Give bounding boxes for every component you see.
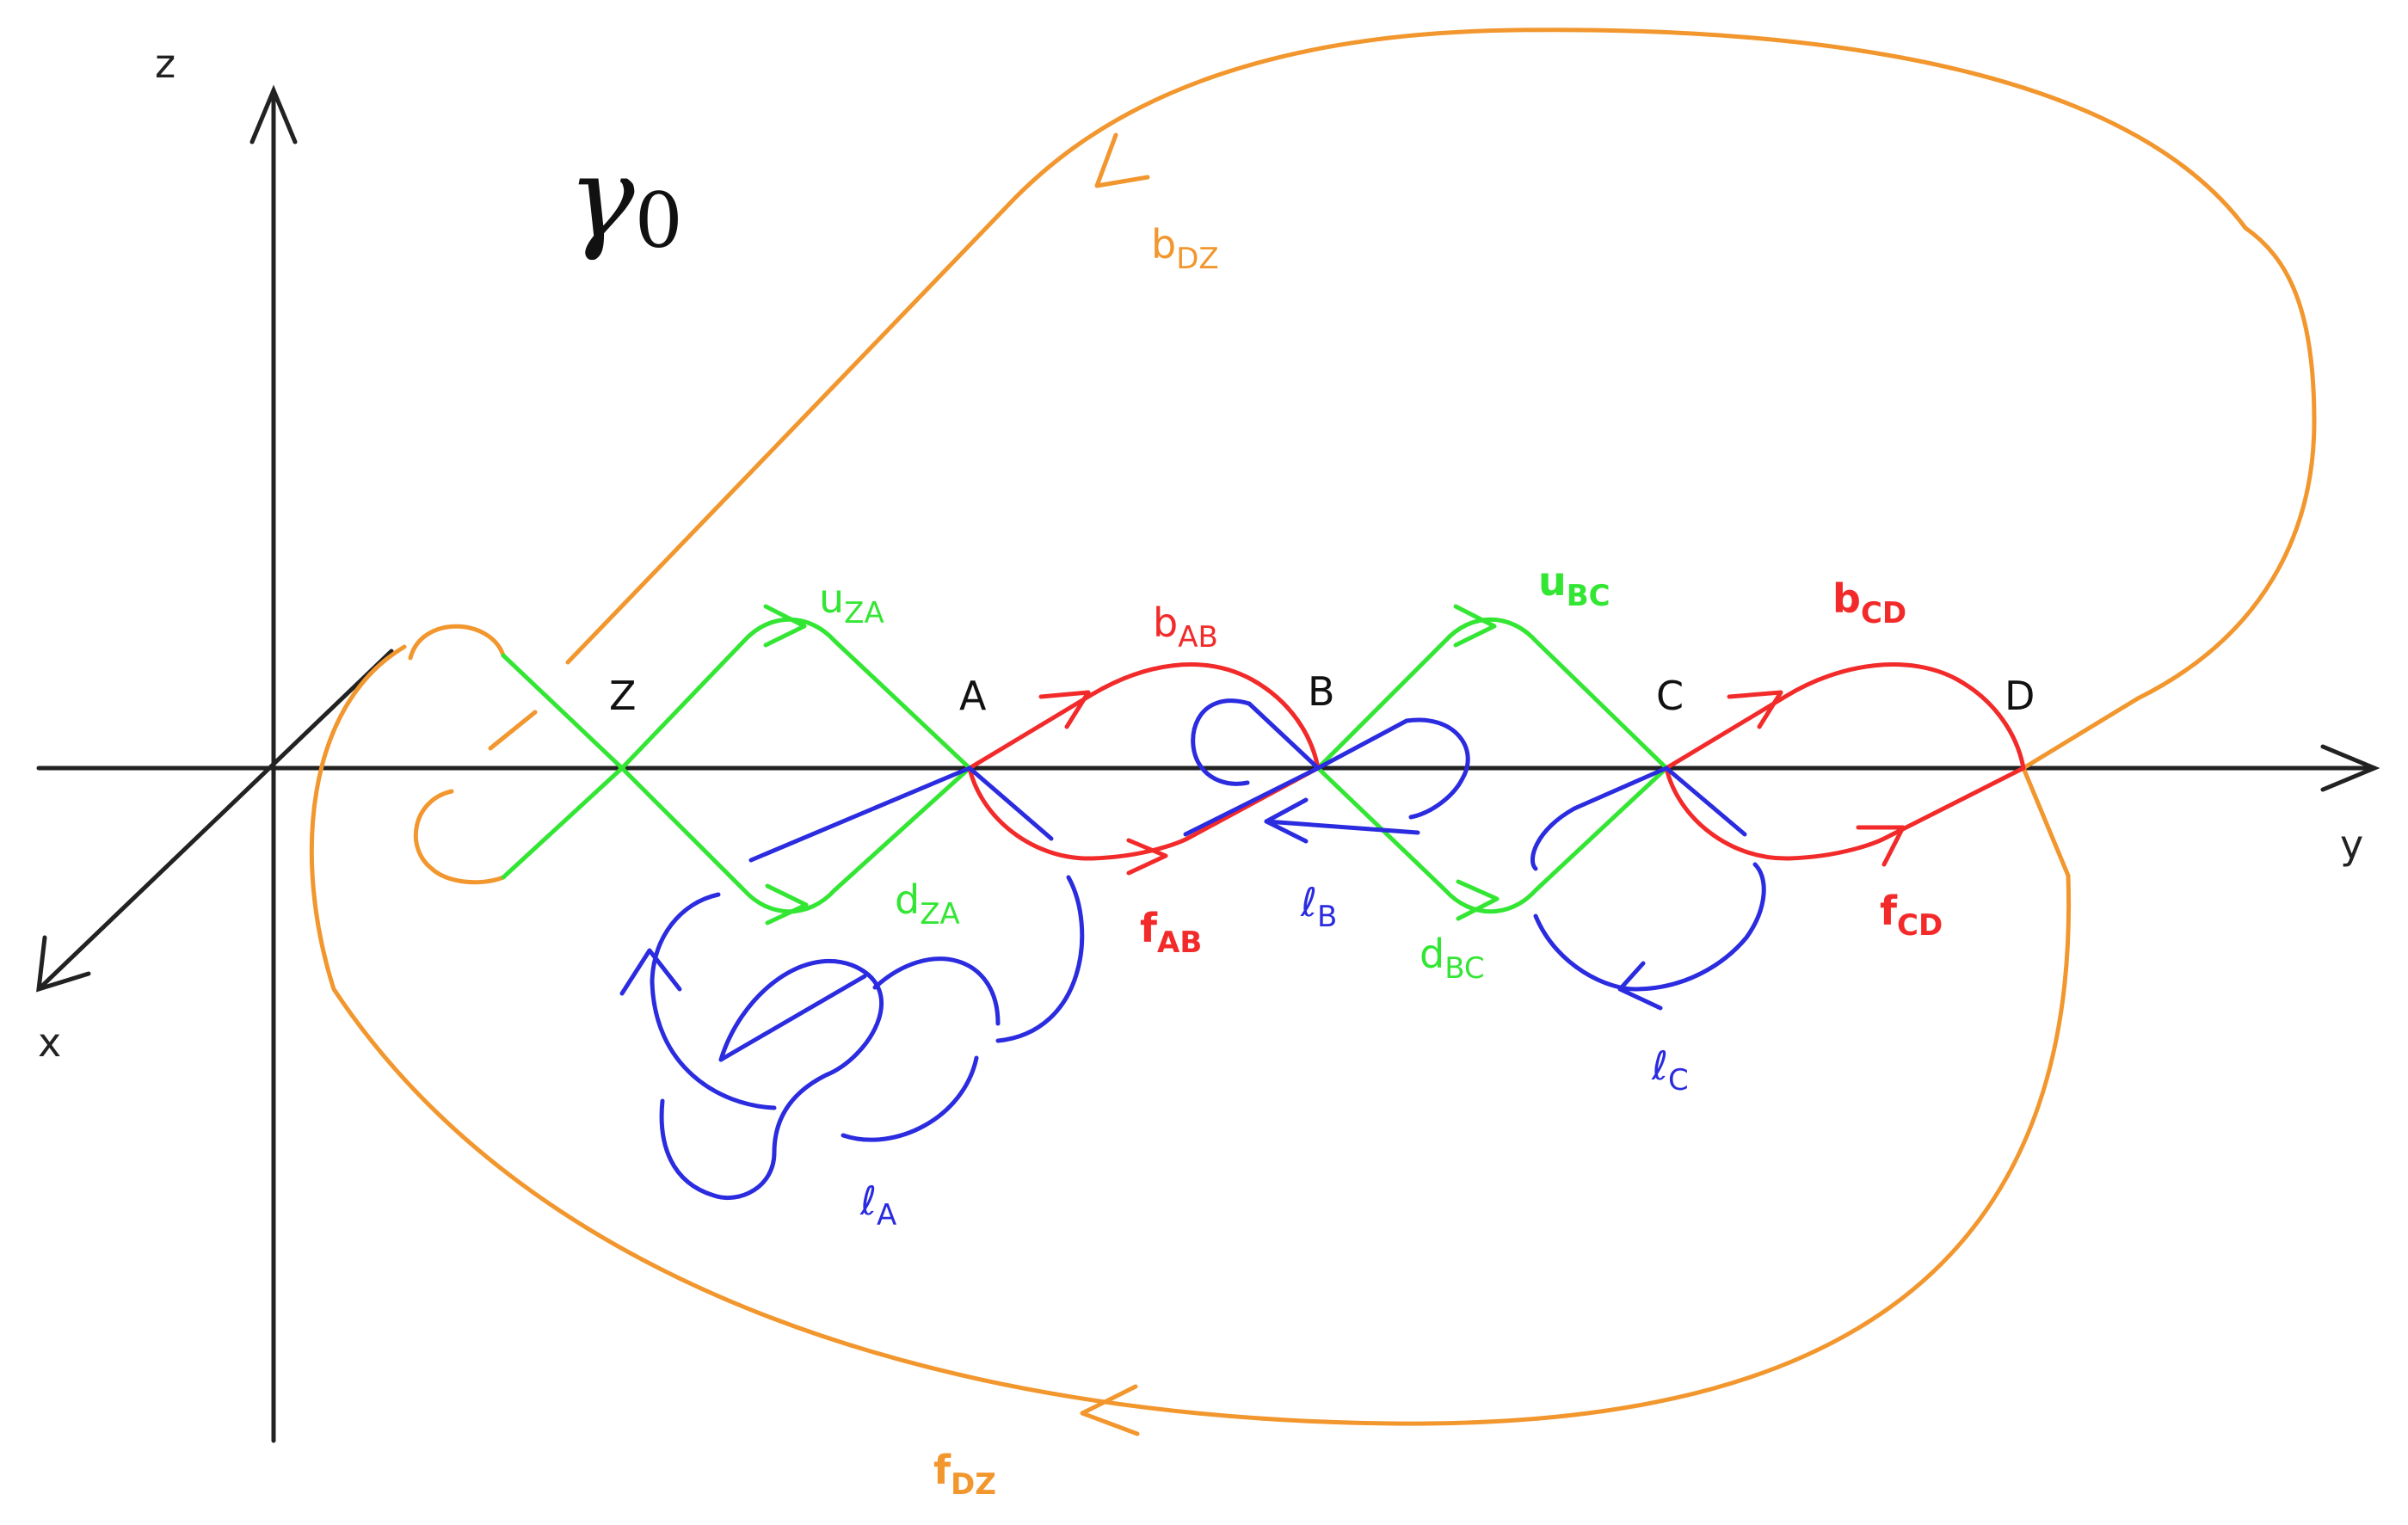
orange-arrow-fDZ: [1080, 1384, 1140, 1436]
axes: [36, 84, 2380, 1443]
point-label-D: D: [2005, 673, 2035, 719]
green-dBC: [1315, 766, 1669, 914]
blue-arrow-lB: [1264, 797, 1309, 844]
green-uBC: [1315, 617, 1669, 771]
blue-lA-s-curve: [659, 958, 884, 1201]
red-arrow-fAB: [1126, 838, 1168, 876]
blue-lA-lower-left: [650, 892, 777, 1110]
label-dBC: dBC: [1420, 931, 1485, 986]
red-strand: [967, 662, 2026, 876]
green-strand: [501, 604, 1669, 925]
x-axis-line: [36, 649, 394, 992]
label-uBC: uBC: [1538, 558, 1610, 613]
red-fAB: [967, 766, 1321, 861]
green-arrow-dBC: [1456, 879, 1500, 921]
z-axis-label: z: [155, 40, 176, 87]
blue-lB-spoke-lower: [1183, 766, 1321, 837]
label-fAB: fAB: [1140, 905, 1202, 960]
green-dZA: [501, 766, 972, 914]
label-lA: ℓA: [859, 1178, 896, 1233]
orange-dash: [488, 710, 538, 751]
blue-lA-outer-right: [995, 875, 1085, 1043]
blue-arrow-lC: [1617, 961, 1663, 1011]
label-uZA: uZA: [819, 575, 884, 630]
blue-lC-left-arc: [1530, 806, 1577, 871]
point-label-C: C: [1656, 673, 1684, 719]
red-fCD: [1664, 766, 2026, 861]
blue-lB-spoke-upper-right: [1315, 718, 1409, 771]
y-axis-label: y: [2340, 821, 2363, 868]
orange-strand: [309, 28, 2317, 1436]
label-lB: ℓB: [1300, 879, 1337, 934]
y-axis-arrowhead: [2320, 744, 2380, 792]
point-label-Z: Z: [609, 673, 637, 719]
red-bAB: [967, 662, 1321, 771]
label-lC: ℓC: [1651, 1042, 1689, 1098]
blue-lB-right-arc: [1404, 717, 1470, 820]
z-axis-arrowhead: [249, 84, 298, 145]
blue-lA-inner-line: [718, 974, 867, 1062]
x-axis-arrowhead: [36, 935, 91, 993]
label-fCD: fCD: [1880, 888, 1943, 943]
blue-lB-spoke-upper-left: [1247, 701, 1321, 771]
label-bCD: bCD: [1832, 575, 1906, 630]
orange-small-hook-bottom: [413, 789, 506, 885]
orange-upper-loop: [565, 28, 2317, 701]
blue-lA-spoke-right: [967, 766, 1054, 841]
label-fDZ: fDZ: [933, 1447, 996, 1502]
green-arrow-uBC: [1453, 604, 1497, 648]
blue-lA-spoke-left: [748, 766, 972, 863]
blue-lA-upper-arc: [872, 956, 1001, 1026]
blue-lB-left-arc: [1191, 698, 1252, 786]
orange-small-hook-top: [408, 624, 506, 661]
figure-title-symbol: γ: [568, 132, 635, 263]
label-dZA: dZA: [895, 876, 960, 932]
blue-strand: [619, 698, 1766, 1201]
blue-lC-bottom-loop: [1533, 862, 1766, 992]
label-bAB: bAB: [1153, 600, 1218, 655]
figure-title-subscript: 0: [635, 176, 683, 265]
green-arrow-dZA: [765, 883, 809, 925]
figure-title: γ0: [568, 132, 683, 265]
point-label-B: B: [1308, 668, 1335, 715]
x-axis-label: x: [38, 1019, 61, 1066]
blue-lC-spoke-left: [1572, 766, 1669, 811]
label-bDZ: bDZ: [1151, 221, 1219, 276]
blue-lC-spoke-right: [1664, 766, 1747, 837]
red-arrow-bCD: [1727, 690, 1783, 729]
red-arrow-bAB: [1038, 690, 1091, 729]
red-arrow-fCD: [1856, 825, 1906, 867]
blue-lB-bottom-line: [1264, 819, 1420, 835]
blue-lA-bottom-right: [841, 1055, 979, 1142]
point-label-A: A: [959, 673, 987, 719]
green-uZA: [501, 617, 972, 771]
blue-arrow-lA: [619, 948, 682, 996]
orange-arrow-bDZ: [1094, 132, 1150, 188]
green-arrow-uZA: [763, 604, 807, 648]
orange-main-loop: [309, 644, 2140, 1426]
red-bCD: [1664, 662, 2026, 771]
